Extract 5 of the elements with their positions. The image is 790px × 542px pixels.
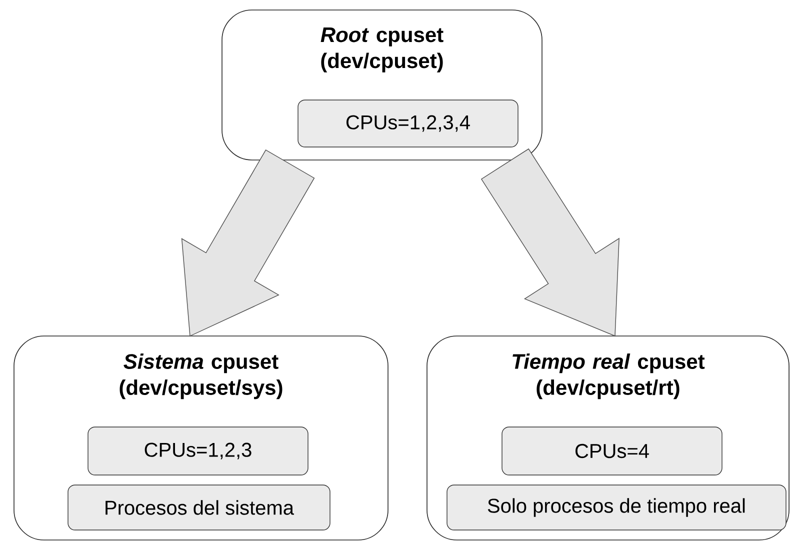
- value-box: CPUs=1,2,3,4: [298, 100, 518, 148]
- value-box: Solo procesos de tiempo real: [446, 484, 786, 530]
- value-box: CPUs=4: [502, 426, 722, 476]
- value-box: CPUs=1,2,3: [88, 426, 308, 476]
- value-box: Procesos del sistema: [68, 484, 330, 530]
